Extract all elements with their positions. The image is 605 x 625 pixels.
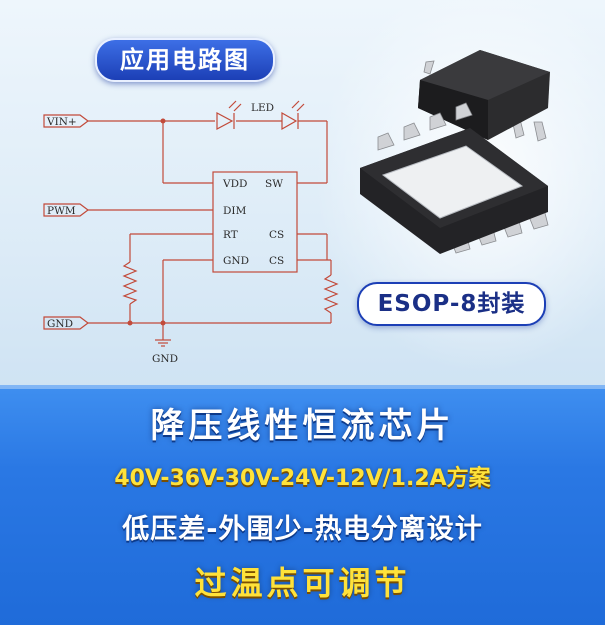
ground-label: GND bbox=[152, 353, 178, 365]
led-diode-icon bbox=[216, 100, 242, 130]
chip-pin-vdd: VDD bbox=[222, 178, 247, 190]
resistor-cs-icon bbox=[323, 274, 339, 314]
vin-label: VIN+ bbox=[46, 116, 77, 128]
junction-dots bbox=[127, 118, 166, 326]
application-circuit-title: 应用电路图 bbox=[95, 38, 275, 82]
ground-symbol bbox=[155, 339, 171, 347]
banner-features: 低压差-外围少-热电分离设计 bbox=[122, 514, 483, 545]
chip-pin-cs2: CS bbox=[269, 255, 284, 267]
chip-pin-dim: DIM bbox=[223, 205, 247, 217]
package-label: ESOP-8封装 bbox=[357, 282, 546, 326]
gnd-pin-label: GND bbox=[47, 318, 73, 330]
led-diode-icon bbox=[281, 100, 305, 131]
led-label: LED bbox=[251, 102, 274, 114]
chip-pin-cs1: CS bbox=[269, 229, 284, 241]
chip-bottom-view-icon bbox=[360, 102, 549, 254]
chip-pin-sw: SW bbox=[265, 178, 283, 190]
feature-banner bbox=[0, 385, 605, 625]
banner-title: 降压线性恒流芯片 bbox=[150, 406, 455, 446]
input-connectors bbox=[43, 114, 89, 330]
resistor-rt-icon bbox=[122, 261, 138, 305]
pwm-label: PWM bbox=[47, 205, 76, 217]
banner-highlight bbox=[0, 385, 605, 389]
ic-body bbox=[212, 171, 298, 273]
circuit-diagram: VIN+ PWM GND LED GND VDD SW DIM RT CS GN… bbox=[43, 50, 550, 365]
schematic-labels: VIN+ PWM GND LED GND VDD SW DIM RT CS GN… bbox=[46, 102, 284, 365]
banner-voltages: 40V-36V-30V-24V-12V/1.2A方案 bbox=[114, 466, 491, 491]
chip-top-view-icon bbox=[418, 50, 550, 142]
wires bbox=[88, 120, 332, 340]
chip-pin-gnd: GND bbox=[223, 255, 249, 267]
banner-extra: 过温点可调节 bbox=[194, 564, 411, 602]
chip-pin-rt: RT bbox=[223, 229, 238, 241]
